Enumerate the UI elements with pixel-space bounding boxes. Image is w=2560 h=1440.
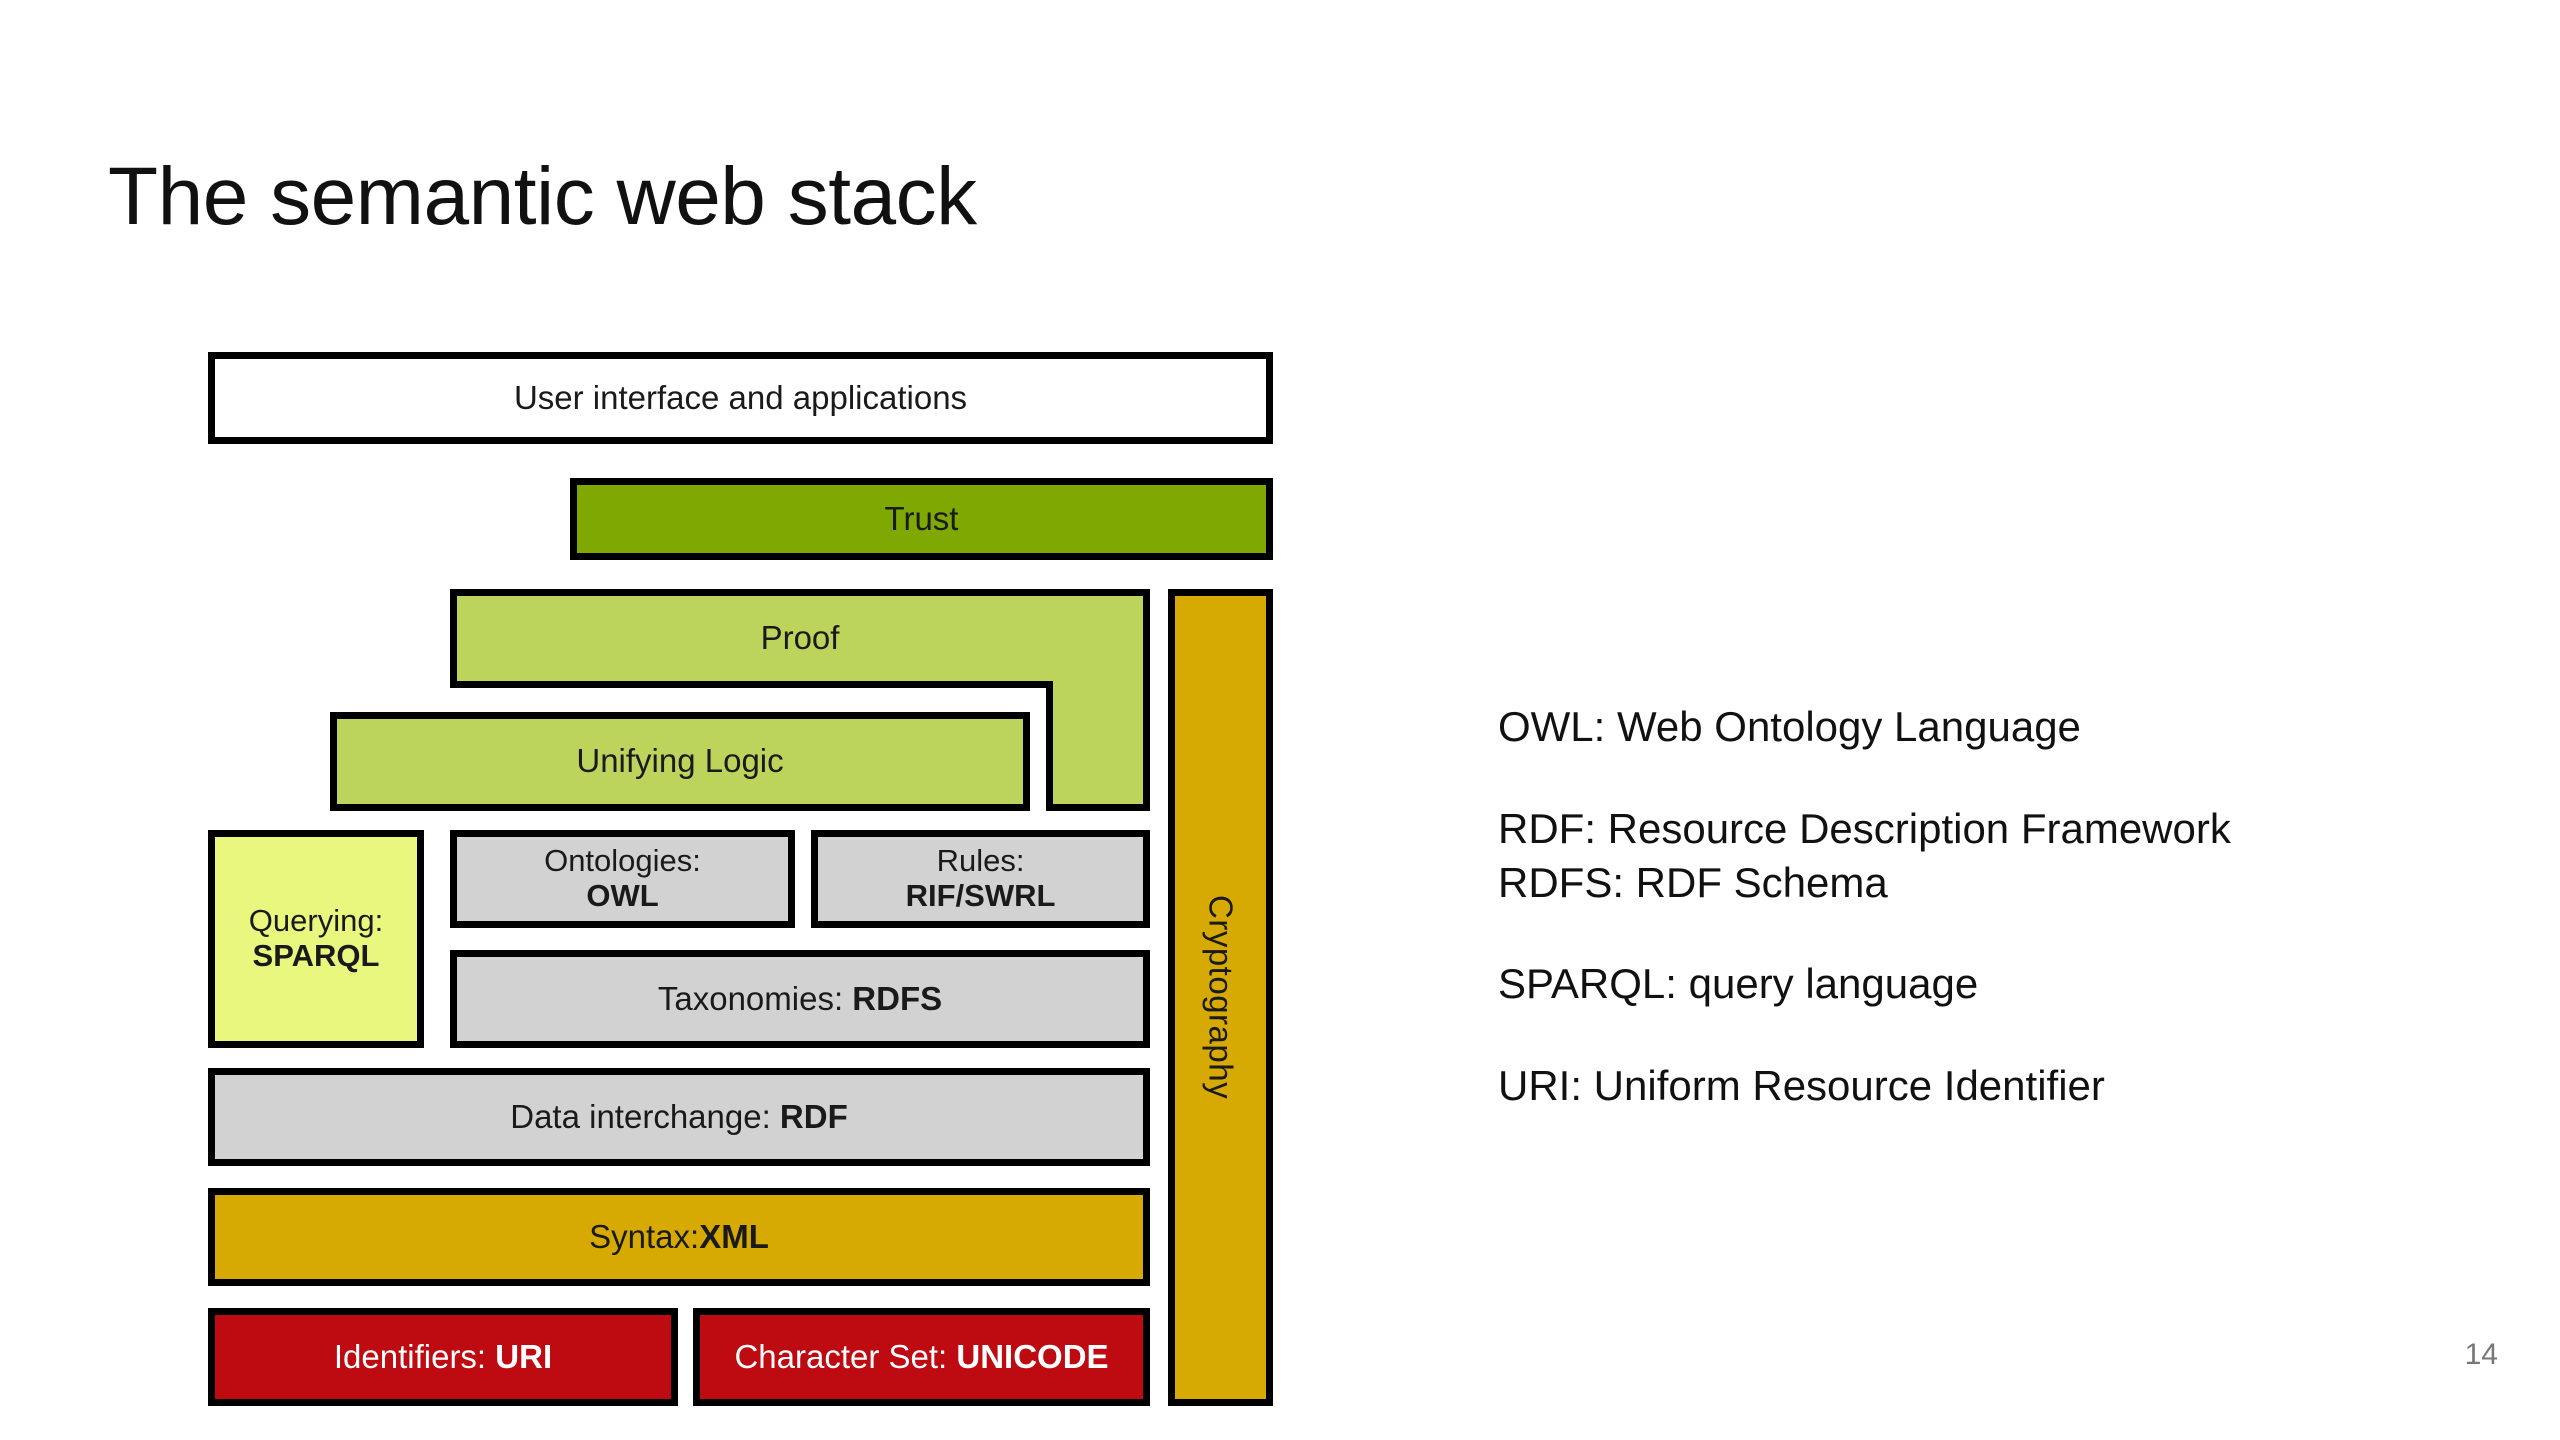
glossary-line: RDF: Resource Description Framework — [1498, 804, 2231, 852]
layer-character-set-value: UNICODE — [956, 1337, 1109, 1375]
page-title: The semantic web stack — [108, 151, 977, 242]
layer-syntax-label-wrap: Syntax:XML — [589, 1217, 769, 1256]
glossary: OWL: Web Ontology Language RDF: Resource… — [1498, 700, 2458, 1113]
layer-cryptography-label: Cryptography — [1202, 895, 1240, 1100]
layer-rules-value: RIF/SWRL — [905, 878, 1056, 913]
layer-ontologies-value: OWL — [586, 878, 659, 913]
layer-taxonomies-value: RDFS — [852, 979, 943, 1017]
layer-trust-label: Trust — [884, 499, 959, 537]
glossary-line: OWL: Web Ontology Language — [1498, 703, 2081, 750]
layer-unifying-logic-label: Unifying Logic — [576, 742, 784, 780]
layer-character-set-label-wrap: Character Set: UNICODE — [734, 1337, 1109, 1376]
glossary-line: SPARQL: query language — [1498, 960, 1979, 1008]
glossary-group: RDF: Resource Description Framework RDFS… — [1498, 802, 2458, 910]
layer-rules-label: Rules: — [936, 843, 1025, 879]
glossary-line: URI: Uniform Resource Identifier — [1498, 1062, 2105, 1109]
layer-querying-sparql[interactable]: Querying: SPARQL — [208, 830, 424, 1048]
layer-rules-rif-swrl[interactable]: Rules: RIF/SWRL — [811, 830, 1150, 928]
layer-trust[interactable]: Trust — [570, 478, 1273, 560]
layer-data-interchange-label-wrap: Data interchange: RDF — [510, 1097, 848, 1136]
layer-taxonomies-rdfs[interactable]: Taxonomies: RDFS — [450, 950, 1150, 1048]
layer-data-interchange-value: RDF — [779, 1097, 848, 1135]
layer-data-interchange-label: Data interchange: — [510, 1097, 780, 1135]
layer-identifiers-uri[interactable]: Identifiers: URI — [208, 1308, 678, 1406]
page-number: 14 — [2464, 1338, 2498, 1371]
layer-cryptography[interactable]: Cryptography — [1168, 589, 1273, 1406]
layer-proof-seam — [1053, 681, 1143, 695]
layer-identifiers-label-wrap: Identifiers: URI — [333, 1337, 553, 1376]
layer-identifiers-value: URI — [495, 1337, 553, 1375]
layer-querying-label: Querying: — [248, 903, 384, 939]
layer-taxonomies-label-wrap: Taxonomies: RDFS — [657, 979, 943, 1018]
layer-data-interchange-rdf[interactable]: Data interchange: RDF — [208, 1068, 1150, 1166]
layer-querying-value: SPARQL — [252, 938, 380, 973]
layer-user-interface[interactable]: User interface and applications — [208, 352, 1273, 444]
glossary-group: SPARQL: query language — [1498, 957, 2458, 1011]
layer-identifiers-label: Identifiers: — [333, 1337, 496, 1375]
layer-proof[interactable]: Proof — [450, 589, 1150, 688]
semantic-web-stack-diagram: User interface and applications Trust Pr… — [208, 352, 1273, 1406]
layer-proof-label: Proof — [760, 619, 840, 657]
layer-user-interface-label: User interface and applications — [513, 378, 968, 416]
layer-character-set-label: Character Set: — [734, 1337, 957, 1375]
layer-syntax-xml[interactable]: Syntax:XML — [208, 1188, 1150, 1286]
layer-syntax-label: Syntax: — [589, 1217, 700, 1255]
layer-unifying-logic[interactable]: Unifying Logic — [330, 712, 1030, 811]
layer-proof-extension — [1046, 688, 1150, 811]
layer-ontologies-label: Ontologies: — [544, 843, 701, 879]
layer-character-set-unicode[interactable]: Character Set: UNICODE — [693, 1308, 1150, 1406]
layer-ontologies-owl[interactable]: Ontologies: OWL — [450, 830, 795, 928]
layer-syntax-value: XML — [699, 1217, 769, 1255]
glossary-line: RDFS: RDF Schema — [1498, 858, 1888, 906]
glossary-group: OWL: Web Ontology Language — [1498, 700, 2458, 754]
layer-taxonomies-label: Taxonomies: — [657, 979, 853, 1017]
glossary-group: URI: Uniform Resource Identifier — [1498, 1059, 2458, 1113]
